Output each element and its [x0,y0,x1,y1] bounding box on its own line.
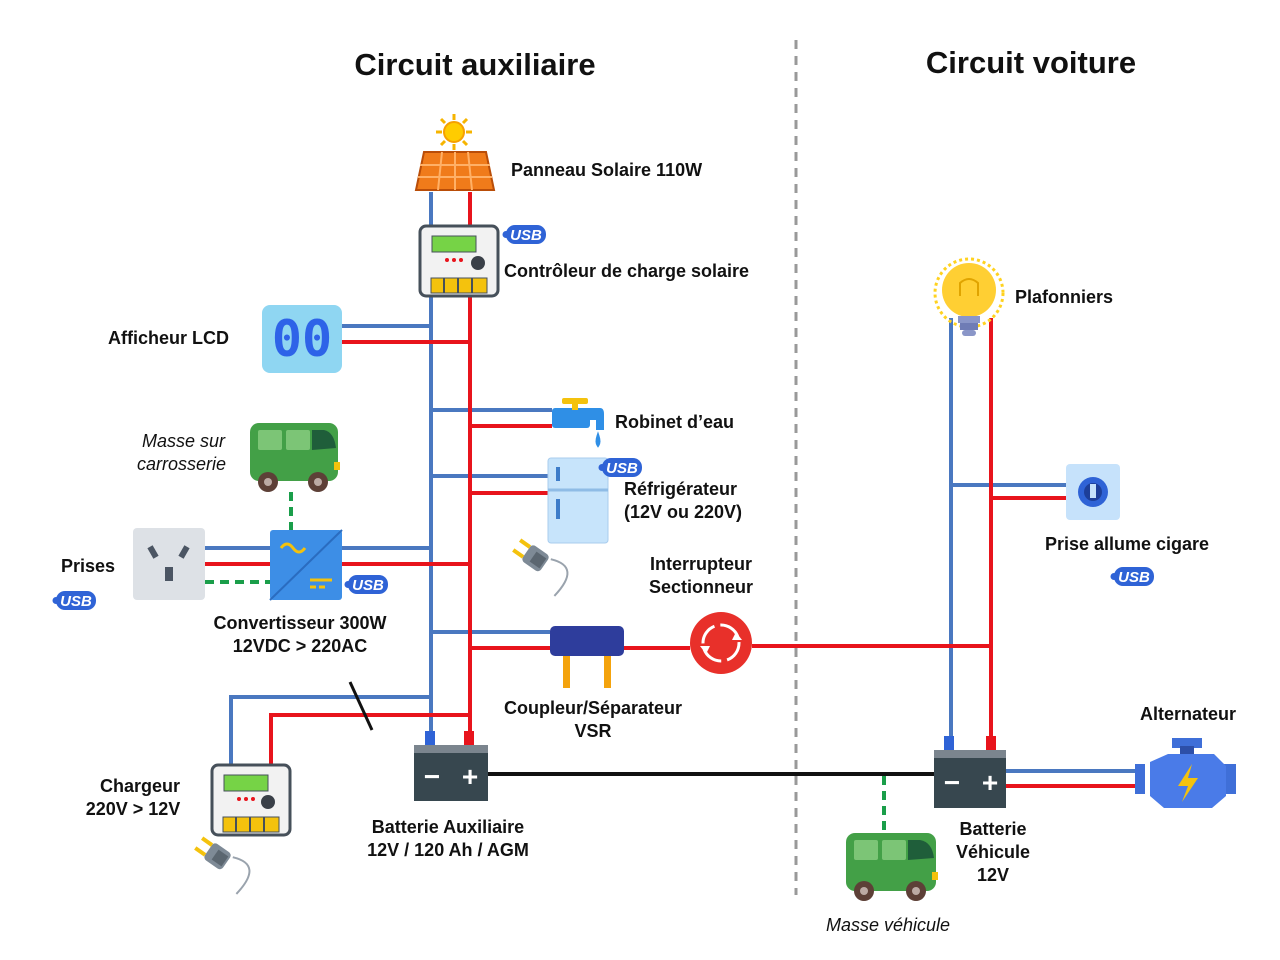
label-charger-line1: Chargeur [100,776,180,796]
alternator-engine-icon [1135,738,1236,808]
charger-icon [210,763,292,837]
svg-text:USB: USB [1118,569,1150,586]
car-battery-plus: + [982,767,998,798]
outlet-icon [133,528,205,600]
label-fridge-line2: (12V ou 220V) [624,502,742,522]
usb-badge-outlets: USB [52,591,96,610]
label-car-battery-line3: 12V [977,865,1009,885]
label-aux-battery-line1: Batterie Auxiliaire [372,817,524,837]
svg-text:USB: USB [606,460,638,477]
title-aux-circuit: Circuit auxiliaire [354,47,595,82]
label-body-ground-line2: carrosserie [137,454,226,474]
aux-battery-icon: − + [414,731,488,801]
usb-badge-fridge: USB [598,458,642,477]
refrigerator-icon [547,457,609,544]
label-switch-line1: Interrupteur [650,554,752,574]
plug-icon-fridge [512,538,569,597]
ground-dashed-wires [205,492,886,833]
label-cigar-socket: Prise allume cigare [1045,534,1209,554]
solar-panel-icon [414,151,496,191]
label-inverter-line1: Convertisseur 300W [213,613,386,633]
plug-icon-charger [194,836,251,895]
label-inverter-line2: 12VDC > 220AC [233,636,368,656]
inverter-icon [269,529,343,601]
positive-wires [205,192,1138,788]
light-bulb-icon [933,257,1005,336]
label-aux-battery-line2: 12V / 120 Ah / AGM [367,840,529,860]
isolator-switch-icon [690,612,752,674]
sun-icon [436,114,472,150]
fuse-mark [348,681,374,731]
usb-badge-cigar: USB [1110,567,1154,586]
svg-text:USB: USB [510,227,542,244]
van-icon-vehicle-ground [846,833,938,901]
label-body-ground-line1: Masse sur [142,431,226,451]
label-outlets: Prises [61,556,115,576]
lcd-display-icon: 00 [262,305,342,373]
lcd-digits: 00 [272,310,332,368]
label-switch-line2: Sectionneur [649,577,753,597]
charge-controller-icon [418,224,500,298]
label-coupler-line1: Coupleur/Séparateur [504,698,682,718]
label-dome-lights: Plafonniers [1015,287,1113,307]
car-battery-icon: − + [934,736,1006,808]
aux-battery-plus: + [462,761,478,792]
car-battery-minus: − [944,767,960,798]
aux-battery-minus: − [424,761,440,792]
label-fridge-line1: Réfrigérateur [624,479,737,499]
coupler-vsr-icon [550,626,624,688]
label-lcd: Afficheur LCD [108,328,229,348]
cigar-socket-icon [1066,464,1120,520]
label-car-battery-line2: Véhicule [956,842,1030,862]
label-coupler-line2: VSR [574,721,611,741]
label-alternator: Alternateur [1140,704,1236,724]
label-car-battery-line1: Batterie [959,819,1026,839]
svg-text:USB: USB [352,577,384,594]
van-icon-body-ground [250,423,340,492]
label-vehicle-ground: Masse véhicule [826,915,950,935]
label-water-tap: Robinet d’eau [615,412,734,432]
title-car-circuit: Circuit voiture [926,45,1136,80]
water-tap-icon [552,398,604,448]
label-charge-controller: Contrôleur de charge solaire [504,261,749,281]
label-charger-line2: 220V > 12V [86,799,181,819]
svg-text:USB: USB [60,593,92,610]
usb-badge-controller: USB [502,225,546,244]
usb-badge-inverter: USB [344,575,388,594]
label-solar-panel: Panneau Solaire 110W [511,160,702,180]
